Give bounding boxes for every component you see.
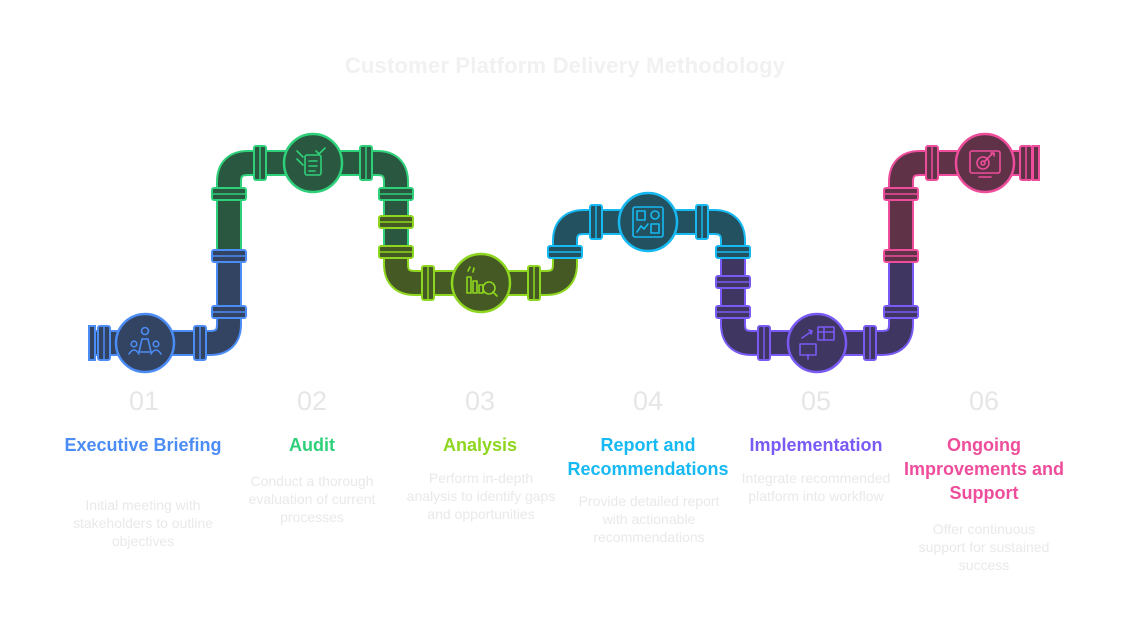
- step-3-title: Analysis: [442, 435, 518, 455]
- target-monitor-icon: [954, 132, 1016, 194]
- icon-badge: [114, 312, 176, 374]
- step-4-title: Report and Recommendations: [567, 435, 729, 479]
- pipe-segment-1: [92, 255, 240, 354]
- icon-badge: [282, 132, 344, 194]
- step-1-number: 01: [128, 386, 160, 416]
- step-5-number: 05: [800, 386, 832, 416]
- chart-magnifier-icon: [450, 252, 512, 314]
- pipe-segment-6: [890, 152, 1037, 255]
- step-6-number: 06: [968, 386, 1000, 416]
- step-2-description: Conduct a thorough evaluation of current…: [248, 473, 376, 525]
- report-dashboard-icon: [617, 191, 679, 253]
- icon-badge: [617, 191, 679, 253]
- step-6-description: Offer continuous support for sustained s…: [918, 521, 1050, 573]
- step-2-title: Audit: [289, 435, 335, 455]
- step-4-number: 04: [632, 386, 664, 416]
- icon-badge: [450, 252, 512, 314]
- step-5-title: Implementation: [749, 435, 883, 455]
- pipe-start-cap: [88, 325, 96, 361]
- icon-badge: [786, 312, 848, 374]
- step-3-description: Perform in-depth analysis to identify ga…: [406, 470, 556, 522]
- step-4-description: Provide detailed report with actionable …: [578, 493, 720, 545]
- pipe-end-cap: [1032, 145, 1040, 181]
- step-2-number: 02: [296, 386, 328, 416]
- step-1-title: Executive Briefing: [64, 435, 222, 455]
- diagram-title: Customer Platform Delivery Methodology: [344, 53, 786, 78]
- step-5-description: Integrate recommended platform into work…: [741, 470, 891, 504]
- step-1-description: Initial meeting with stakeholders to out…: [72, 497, 214, 549]
- step-3-number: 03: [464, 386, 496, 416]
- meeting-icon: [114, 312, 176, 374]
- step-6-title: Ongoing Improvements and Support: [903, 435, 1065, 503]
- integration-icon: [786, 312, 848, 374]
- checklist-icon: [282, 132, 344, 194]
